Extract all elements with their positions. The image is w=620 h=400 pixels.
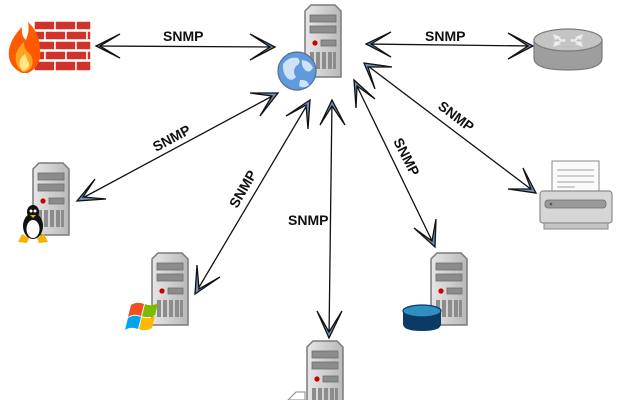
database-icon <box>402 304 442 331</box>
arrowhead-windows-end <box>194 264 221 296</box>
arrowhead-manager-end-1 <box>249 33 277 61</box>
arrowhead-firewall-end <box>94 33 121 59</box>
arrowhead-manager-end-7 <box>319 98 346 126</box>
arrowheads <box>75 31 538 340</box>
node-windows[interactable] <box>125 252 189 331</box>
node-fileserver[interactable] <box>287 340 344 400</box>
arrowhead-manager-end-4 <box>362 62 393 90</box>
node-firewall[interactable] <box>8 20 92 73</box>
arrowhead-linux-end <box>75 178 107 202</box>
link-manager-windows <box>194 99 311 295</box>
arrowhead-manager-end-5 <box>285 98 311 130</box>
node-router[interactable] <box>533 28 603 71</box>
node-linux[interactable] <box>18 162 70 243</box>
node-manager[interactable] <box>277 4 342 91</box>
link-manager-linux <box>76 92 279 202</box>
arrowhead-router-end <box>507 32 535 60</box>
link-manager-database <box>353 79 436 248</box>
globe-icon <box>277 51 317 91</box>
label-manager-firewall: SNMP <box>163 28 203 44</box>
printer-icon <box>539 160 613 230</box>
link-manager-firewall <box>95 45 276 48</box>
link-manager-router <box>365 43 534 47</box>
arrowhead-printer-end <box>507 167 538 194</box>
server-icon <box>306 340 344 400</box>
arrowhead-database-end <box>413 218 437 249</box>
arrowhead-manager-end-3 <box>249 92 280 117</box>
server-icon <box>151 252 189 326</box>
overlay-badge-icon <box>287 391 306 400</box>
windows-logo-icon <box>125 302 158 331</box>
label-manager-windows: SNMP <box>226 167 260 210</box>
arrowhead-fileserver-end <box>316 310 343 340</box>
node-printer[interactable] <box>539 160 613 230</box>
label-manager-printer: SNMP <box>435 98 477 135</box>
router-icon <box>533 28 603 71</box>
label-manager-router: SNMP <box>425 28 465 44</box>
arrowhead-manager-end-6 <box>353 78 376 109</box>
tux-icon <box>18 205 48 243</box>
label-manager-database: SNMP <box>390 135 423 178</box>
link-manager-fileserver <box>328 99 333 339</box>
arrowhead-manager-end-2 <box>364 31 392 58</box>
link-manager-printer <box>363 62 537 194</box>
firewall-icon <box>8 20 92 73</box>
label-manager-fileserver: SNMP <box>288 212 328 228</box>
links <box>76 43 537 339</box>
node-database[interactable] <box>402 252 468 331</box>
